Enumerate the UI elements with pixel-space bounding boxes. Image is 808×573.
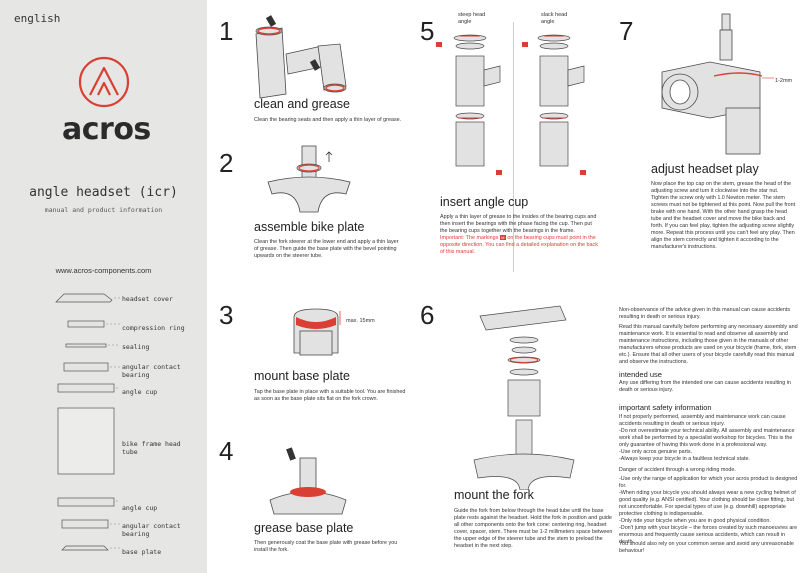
brand-wordmark: acros [62,112,151,147]
safety-bullet: -Use only the range of application for w… [619,476,798,489]
step-6-text: Guide the fork from below through the he… [454,508,613,549]
step-5-important-text-2: on the bearing cups must point in the op… [440,235,598,255]
part-label-headset-cover: headset cover [122,295,173,303]
safety-bullet: -Always keep your bicycle in a faultless… [619,456,750,462]
step-1-title: clean and grease [254,97,350,111]
step-2-text: Clean the fork steerer at the lower end … [254,239,399,259]
step-4-text: Then generously coat the base plate with… [254,540,398,553]
language-label: english [14,12,61,25]
column-divider [513,22,514,272]
step-6-number: 6 [420,300,435,330]
step-5-title: insert angle cup [440,195,529,209]
step-5-number: 5 [420,16,435,46]
step-1-text: Clean the bearing seats and then apply a… [254,117,402,123]
part-label-angular-contact-bearing-bottom: angular contact bearing [122,522,181,538]
step-2-number: 2 [219,148,234,178]
head-tube-shape [57,407,115,475]
step-4-number: 4 [219,436,234,466]
step-7-title: adjust headset play [651,162,759,176]
step-5-slack-label: slack head angle [541,12,568,25]
intended-use-title: intended use [619,370,662,379]
step-6-title: mount the fork [454,488,534,502]
step-5-illustration [436,34,586,175]
bearing-bottom-shape [61,519,109,529]
step-2-illustration [267,145,351,213]
sealing-shape [65,343,107,348]
cup-top-shape [57,383,115,393]
safety-info-title: important safety information [619,403,712,412]
step-7-number: 7 [619,16,634,46]
acros-logo-icon [78,56,130,108]
part-label-head-tube: bike frame head tube [122,440,181,456]
step-3-title: mount base plate [254,369,350,383]
product-subtitle: manual and product information [44,206,163,214]
safety-bullets-2: -Use only the range of application for w… [619,476,799,546]
product-title: angle headset (icr) [29,185,178,200]
safety-bullet: -Don't jump with your bicycle – the forc… [619,525,798,545]
step-3-text: Tap the base plate in place with a suita… [254,389,406,402]
part-label-sealing: sealing [122,343,150,351]
step-7-illustration [661,13,774,155]
safety-intro-2: Read this manual carefully before perfor… [619,324,798,365]
step-7-measure-label: 1-2mm [775,78,793,84]
safety-bullet: -Only ride your bicycle when you are in … [619,518,771,524]
cup-bottom-shape [57,497,115,507]
part-label-angle-cup-bottom: angle cup [122,504,158,512]
step-7-text: Now place the top cap on the stem, greas… [651,181,796,250]
bearing-top-shape [63,362,109,372]
safety-info-text: If not properly performed, assembly and … [619,414,786,427]
safety-intro-1: Non-observance of the advice given in th… [619,307,791,320]
danger-title: Danger of accident through a wrong ridin… [619,467,736,473]
step-1-illustration [255,15,347,99]
step-3-measure-label: max. 15mm [346,318,375,324]
part-label-base-plate: base plate [122,548,162,556]
marking-icon: M [499,235,506,241]
base-plate-shape [61,545,109,551]
step-4-title: grease base plate [254,521,354,535]
step-3-number: 3 [219,300,234,330]
part-label-compression-ring: compression ring [122,324,185,332]
compression-ring-shape [67,320,105,328]
step-3-illustration [293,308,341,356]
safety-bullet: -Use only acros genuine parts. [619,449,693,455]
step-1-number: 1 [219,16,234,46]
headset-cover-shape [55,293,113,303]
step-5-important-text: Important: The markings [440,235,499,241]
product-panel: english acros angle headset (icr) manual… [0,0,207,573]
safety-bullets-1: -Do not overestimate your technical abil… [619,428,799,463]
safety-bullet: -When riding your bicycle you should alw… [619,490,796,517]
step-5-steep-label: steep head angle [458,12,486,25]
intended-use-text: Any use differing from the intended one … [619,380,791,393]
part-label-angle-cup-top: angle cup [122,388,158,396]
step-4-illustration [269,447,347,515]
step-5-text-main: Apply a thin layer of grease to the insi… [440,214,597,234]
safety-bullet: -Do not overestimate your technical abil… [619,428,795,448]
step-5-text: Apply a thin layer of grease to the insi… [440,214,600,256]
step-2-title: assemble bike plate [254,220,365,234]
part-label-angular-contact-bearing-top: angular contact bearing [122,363,181,379]
website-link[interactable]: www.acros-components.com [55,266,152,275]
step-6-illustration [473,305,575,490]
safety-closing: You should also rely on your common sens… [619,541,794,554]
exploded-parts-diagram [55,293,120,551]
